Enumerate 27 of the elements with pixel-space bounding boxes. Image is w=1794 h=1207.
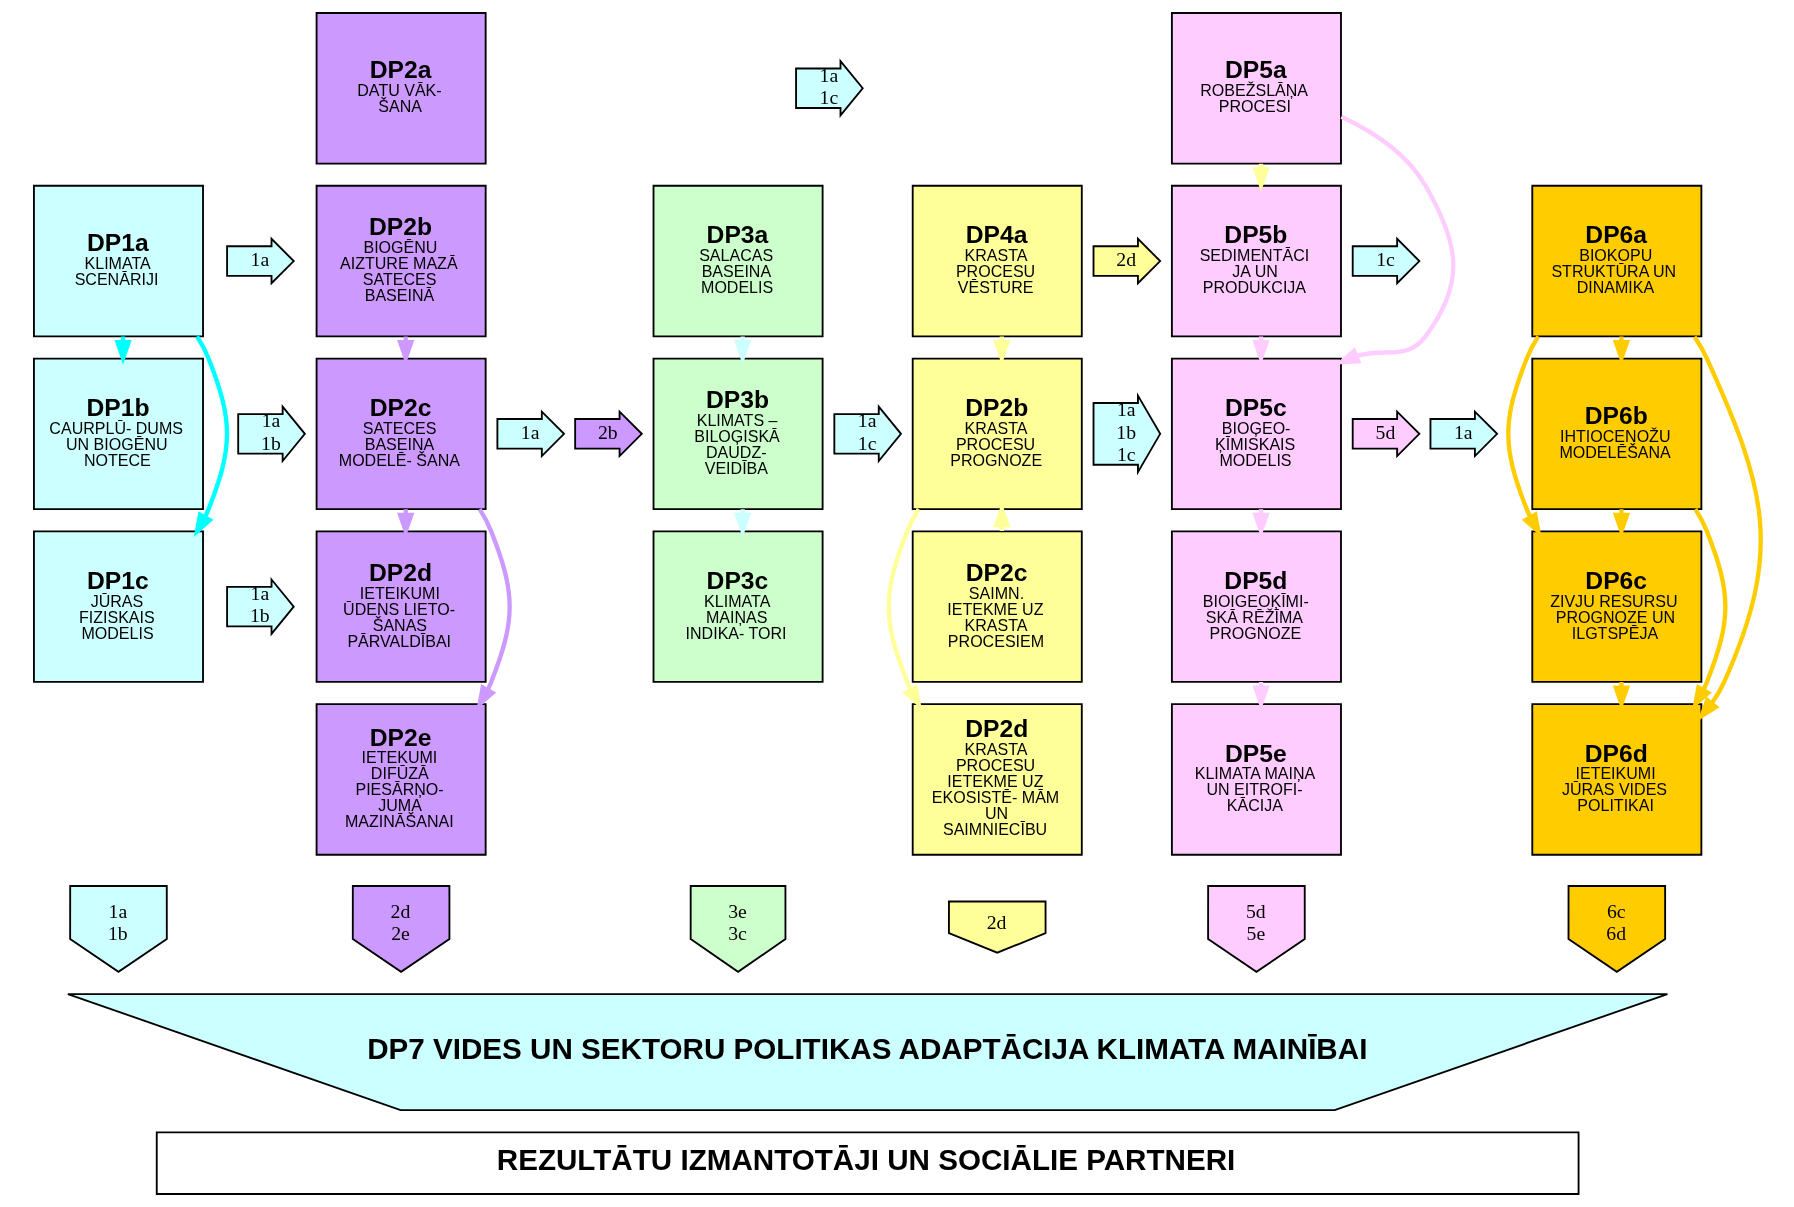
node-box: DP1b CAURPLŪ- DUMS UN BIOGĒNU NOTECE	[32, 357, 204, 511]
node-box: DP5c BIOĢEO- ĶĪMISKAIS MODELIS	[1170, 357, 1342, 511]
node-box: DP5d BIOIGEOĶĪMI- SKĀ RĒŽĪMA PROGNOZE	[1170, 530, 1342, 683]
node-box: DP3c KLIMATA MAIŅAS INDIKA- TORI	[652, 530, 824, 683]
node-box: DP2c SATECES BASEINA MODELĒ- ŠANA	[315, 357, 487, 511]
arrow	[1692, 335, 1763, 722]
arrow	[193, 335, 229, 537]
node-box: DP2d IETEIKUMI ŪDENS LIETO- ŠANAS PĀRVALDĪBAI	[315, 530, 487, 683]
node-box: DP3b KLIMATS – BILOĢISKĀ DAUDZ- VEIDĪBA	[652, 357, 824, 511]
node-box: DP5e KLIMATA MAIŅA UN EITROFI- KĀCIJA	[1170, 703, 1342, 856]
node-box: DP6d IETEIKUMI JŪRAS VIDES POLITIKAI	[1530, 703, 1702, 856]
node-box: REZULTĀTU IZMANTOTĀJI UN SOCIĀLIE PARTNERI	[155, 1131, 1579, 1195]
node-box: DP4a KRASTA PROCESU VĒSTURE	[911, 184, 1083, 338]
node-box: DP6a BIOKOPU STRUKTŪRA UN DINAMIKA	[1530, 184, 1702, 338]
node-box: DP6b IHTIOCENOŽU MODELĒŠANA	[1530, 357, 1702, 511]
node-box: DP2b KRASTA PROCESU PROGNOZE	[911, 357, 1083, 511]
node-box: DP2b BIOGĒNU AIZTURE MAZĀ SATECES BASEINĀ	[315, 184, 487, 338]
node-box: DP5b SEDIMENTĀCI JA UN PRODUKCIJA	[1170, 184, 1342, 338]
node-box: DP3a SALACAS BASEINA MODELIS	[652, 184, 824, 338]
node-box: DP6c ZIVJU RESURSU PROGNOZE UN ILGTSPĒJA	[1530, 530, 1702, 683]
node-box: DP2a DATU VĀK- ŠANA	[315, 12, 487, 165]
node-box: DP1a KLIMATA SCENĀRIJI	[32, 184, 204, 338]
node-box: DP2e IETEKUMI DIFŪZĀ PIESĀRŅO- JUMA MAZINĀŠANAI	[315, 703, 487, 856]
node-box: DP1c JŪRAS FIZISKAIS MODELIS	[32, 530, 204, 683]
node-box: DP5a ROBEŽSLĀŅA PROCESI	[1170, 12, 1342, 165]
node-box: DP2d KRASTA PROCESU IETEKME UZ EKOSISTĒ- MĀM UN SAIMNIECĪBU	[911, 703, 1083, 856]
node-box: DP2c SAIMN. IETEKME UZ KRASTA PROCESIEM	[911, 530, 1083, 683]
